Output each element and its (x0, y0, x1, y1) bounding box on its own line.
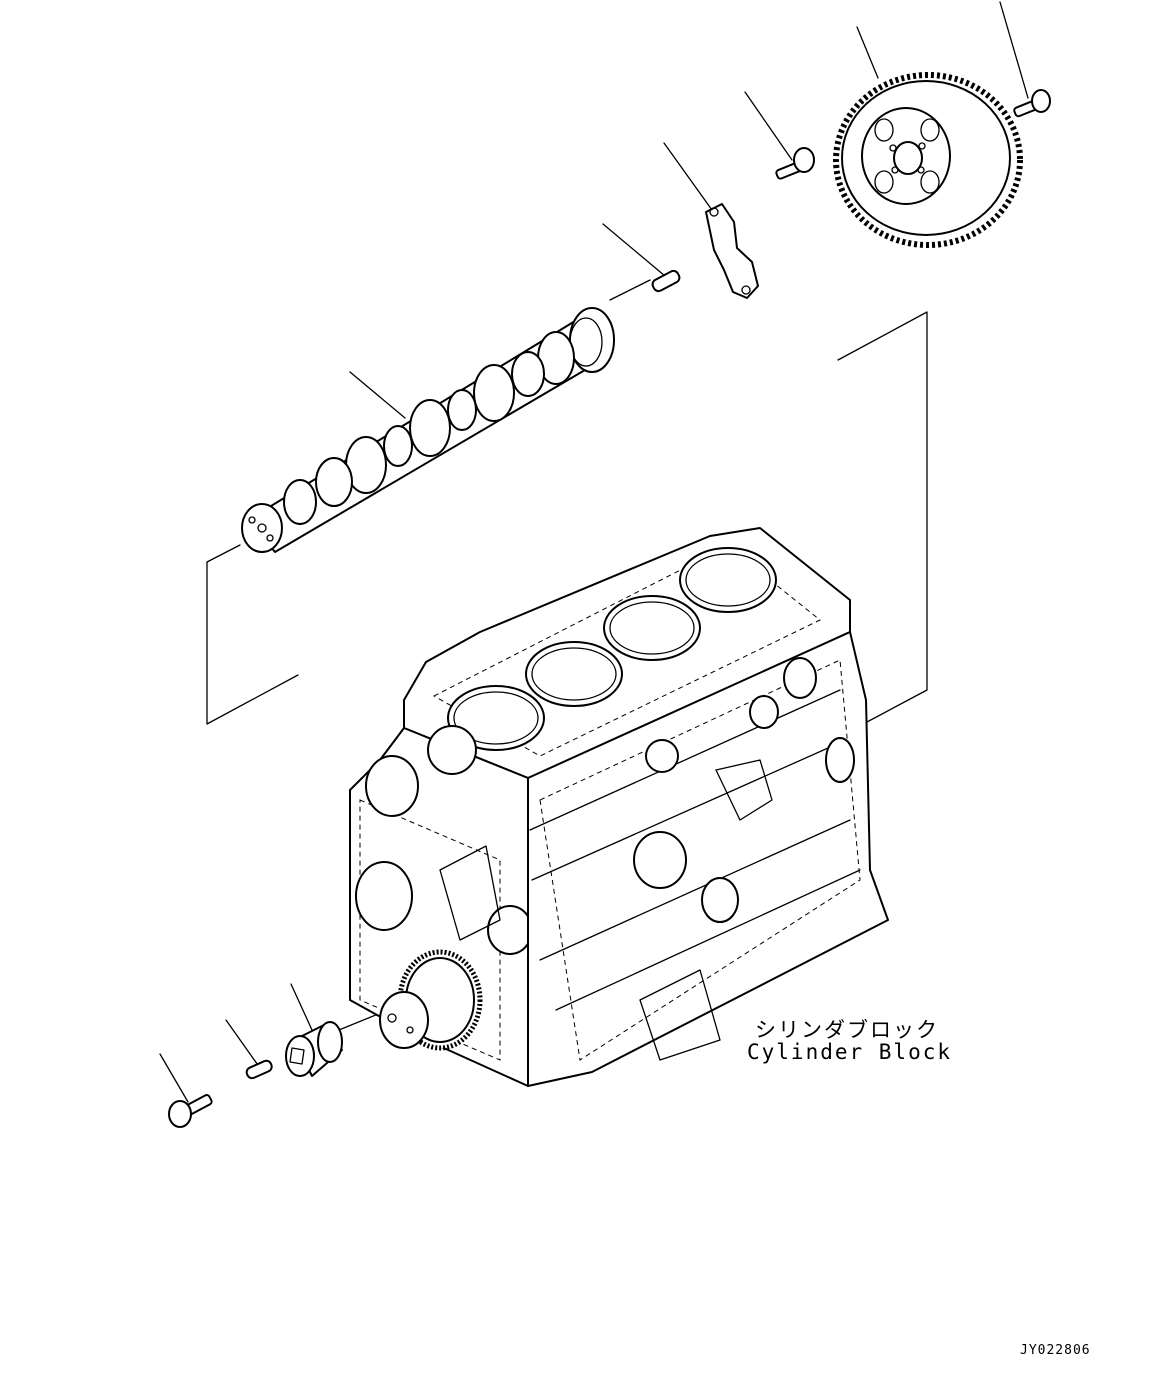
cylinder-block (349, 527, 889, 1087)
thrust-plate-bolt (775, 147, 815, 180)
cylinder-block-label-en: Cylinder Block (747, 1040, 953, 1064)
cylinder-block-label-jp: シリンダブロック (755, 1018, 939, 1042)
camshaft (241, 307, 615, 553)
thrust-plate (705, 203, 759, 299)
crank-hub (285, 1021, 343, 1077)
camshaft-pin (651, 269, 681, 293)
drawing-id: JY022806 (1020, 1343, 1091, 1358)
leader-lines (159, 1, 1029, 1103)
camshaft-gear (833, 72, 1023, 248)
gear-bolt (1013, 89, 1051, 118)
hub-bolt (168, 1094, 213, 1128)
crank-pin (245, 1059, 273, 1080)
